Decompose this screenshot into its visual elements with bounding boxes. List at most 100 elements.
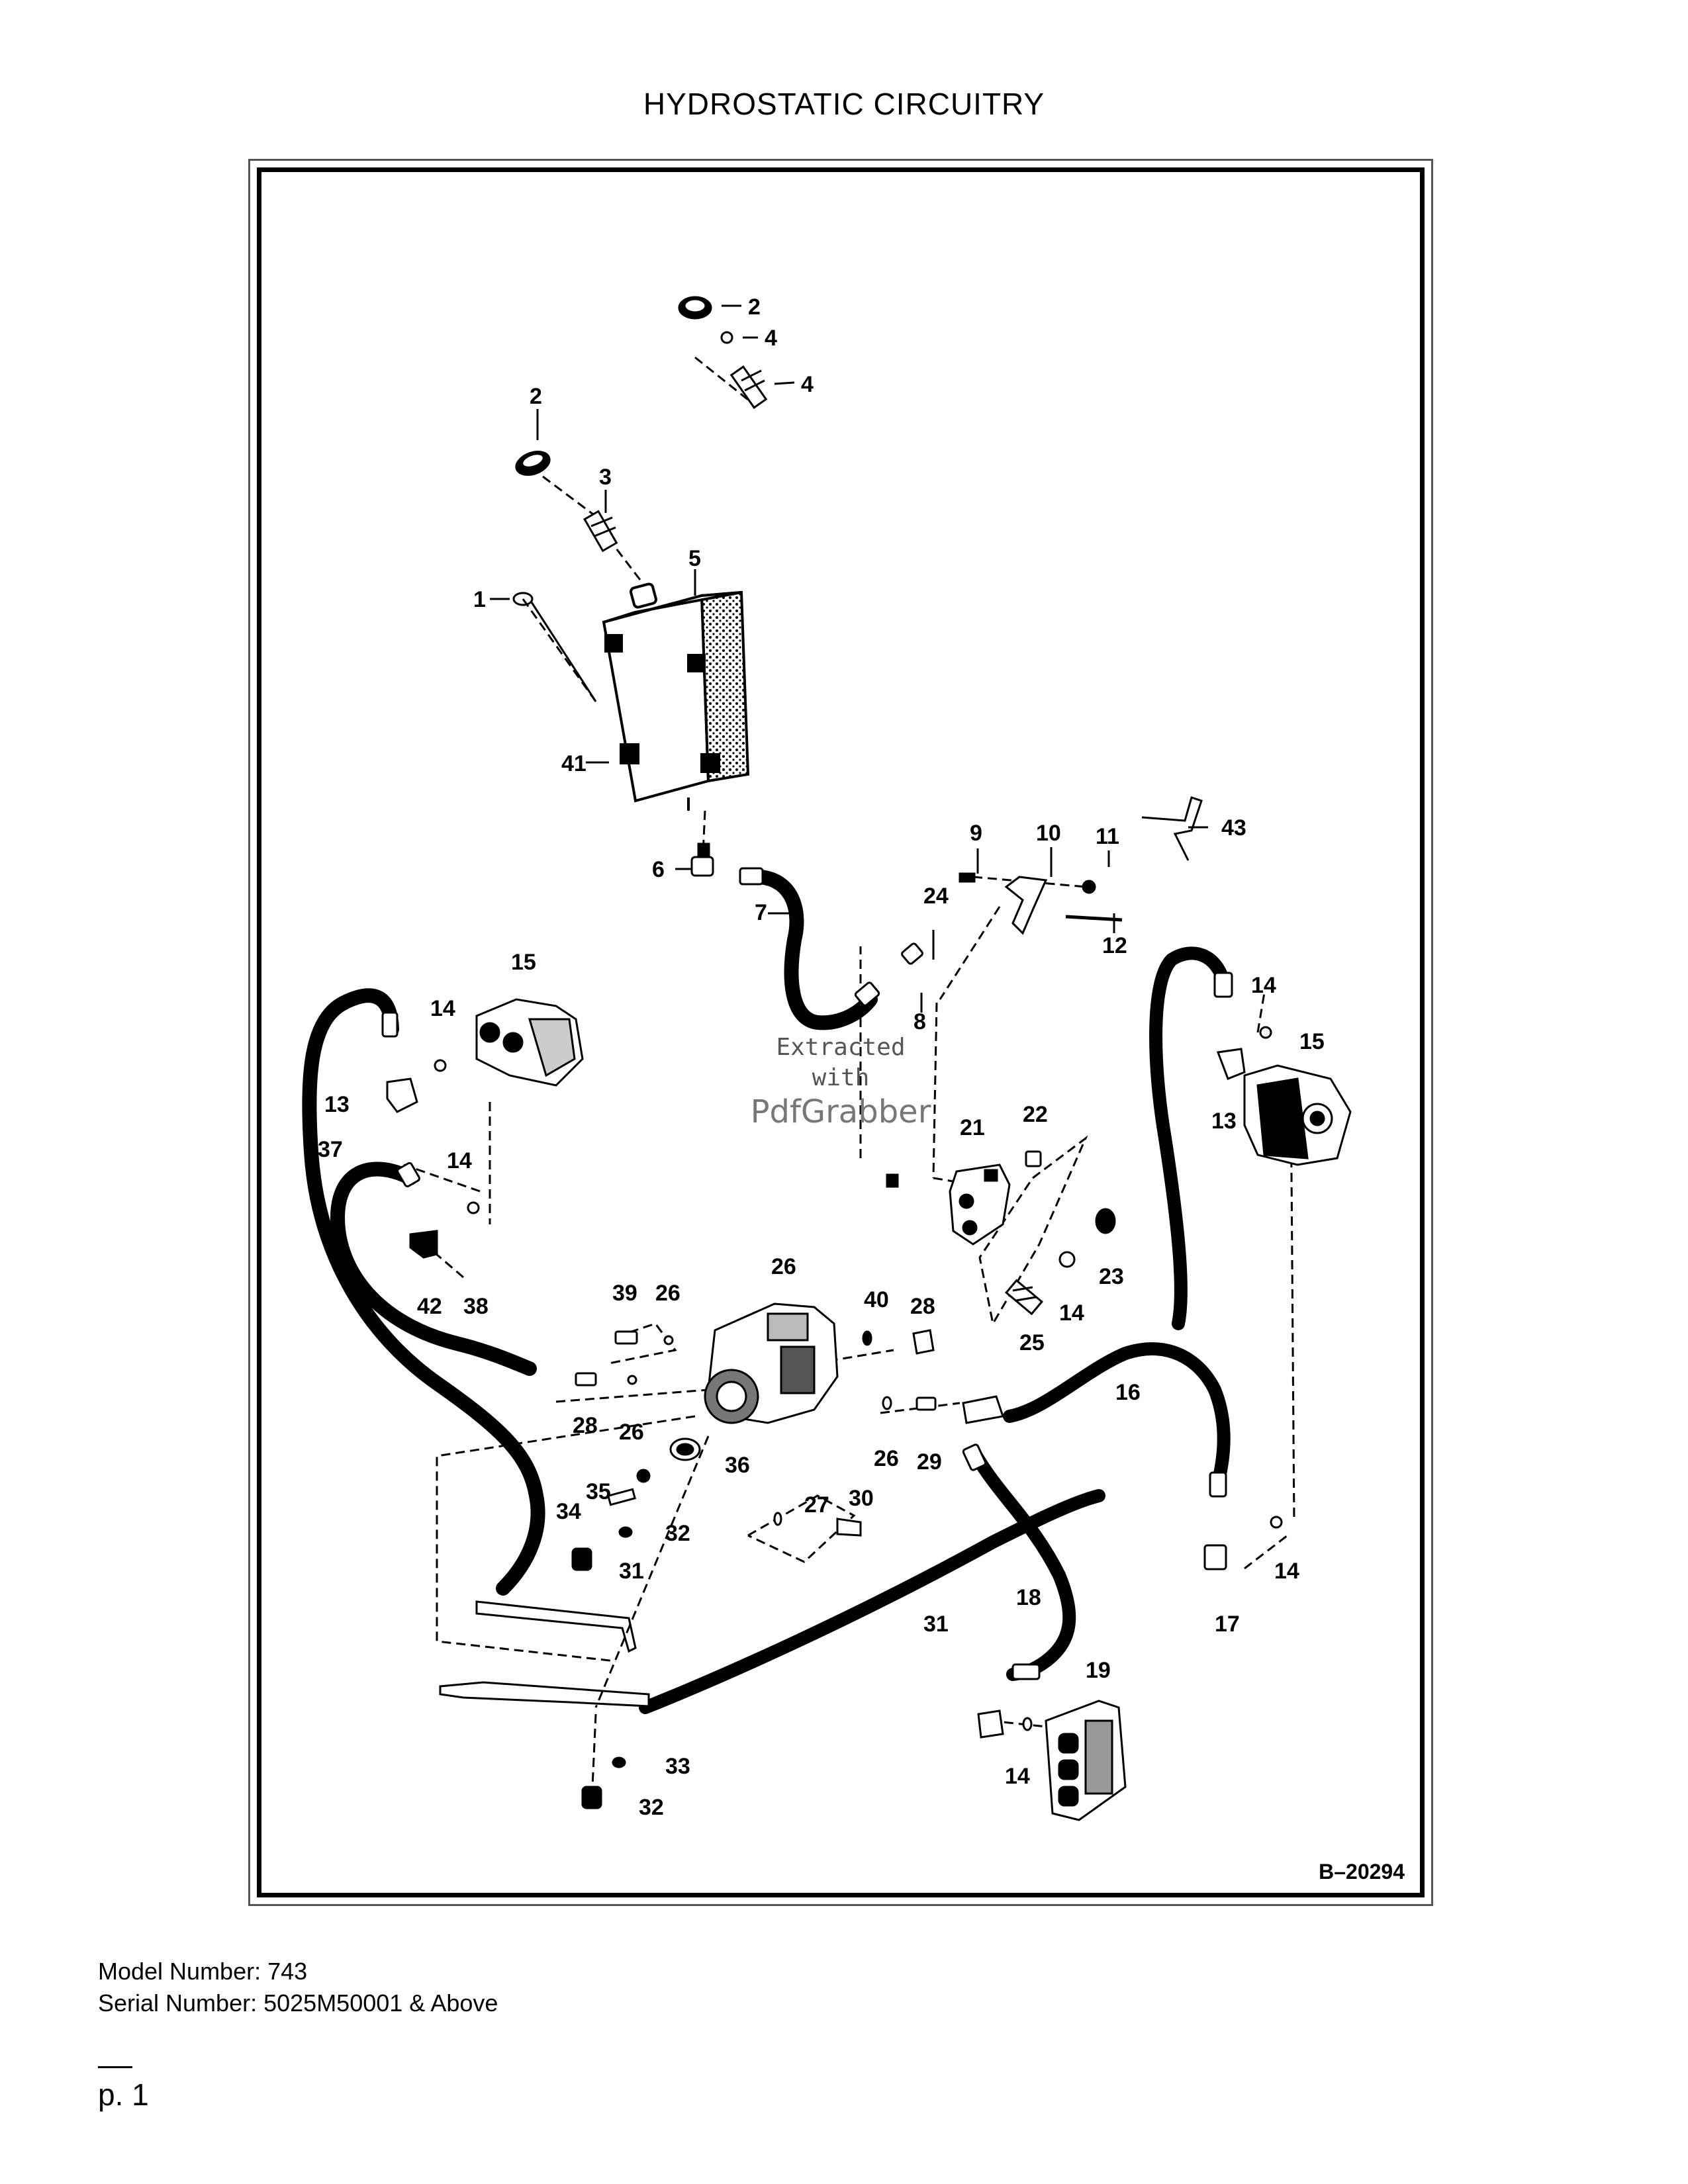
filler-cap-upper <box>678 296 712 320</box>
callout-40: 41 <box>561 751 586 776</box>
callout-23: 25 <box>1019 1330 1045 1355</box>
elbow-27 <box>912 1329 935 1355</box>
callout-33: 34 <box>556 1499 581 1524</box>
bracket-10 <box>1004 876 1048 935</box>
hose-37-end <box>397 1161 420 1188</box>
callout-14a: 14 <box>430 996 455 1021</box>
strainer-4-upper <box>729 365 768 409</box>
callout-15b: 15 <box>1299 1029 1325 1054</box>
o-ring-26-lower <box>773 1512 782 1526</box>
elbow-41 <box>409 1230 438 1259</box>
callout-2b: 2 <box>530 384 542 409</box>
drive-motor-left <box>475 998 584 1087</box>
tube-lower <box>439 1681 650 1707</box>
filter-31-lower <box>581 1786 602 1809</box>
tube-upper <box>475 1600 637 1653</box>
callout-6: 6 <box>652 857 665 882</box>
callout-31a: 31 <box>619 1559 644 1584</box>
hose-16 <box>1003 1342 1231 1489</box>
serial-number-label: Serial Number: <box>98 1989 258 2017</box>
callout-4b: 3 <box>599 465 612 490</box>
callout-34: 35 <box>586 1479 611 1504</box>
callout-42: 43 <box>1221 815 1246 841</box>
watermark-brand: PdfGrabber <box>750 1093 931 1130</box>
hose-7 <box>753 870 878 1030</box>
o-ring-39 <box>862 1330 872 1346</box>
diagram-border <box>257 167 1425 1897</box>
callout-26c: 26 <box>874 1446 899 1471</box>
callout-36: 37 <box>318 1137 343 1162</box>
page-rule <box>98 2066 132 2068</box>
cap-32-lower <box>612 1756 626 1768</box>
cap-32-upper <box>618 1526 633 1538</box>
callout-7: 7 <box>755 900 767 925</box>
callout-labels: 2 4 4 2 3 5 1 41 6 7 8 24 9 10 11 12 43 … <box>318 295 1325 1820</box>
callout-32b: 33 <box>665 1754 690 1779</box>
plug-22 <box>1095 1208 1116 1234</box>
serial-number-value: 5025M50001 & Above <box>263 1989 498 2017</box>
adapter-8 <box>901 942 923 965</box>
hose-right-end <box>1213 972 1233 998</box>
callout-2a: 2 <box>748 295 761 320</box>
callout-39: 40 <box>864 1287 889 1312</box>
diagram-frame: B–20294 <box>248 159 1433 1906</box>
hose-16-end <box>1209 1471 1227 1498</box>
model-number-label: Model Number: <box>98 1958 261 1985</box>
callout-9: 9 <box>970 821 982 846</box>
callout-17: 17 <box>1215 1612 1240 1637</box>
spring-23 <box>1005 1279 1043 1316</box>
callout-22: 23 <box>1099 1264 1124 1289</box>
bolt-9 <box>959 872 976 883</box>
callout-13b: 13 <box>1211 1109 1237 1134</box>
drive-motor-right <box>1243 1064 1352 1166</box>
callout-25: 26 <box>771 1254 796 1279</box>
hose-18-end <box>1011 1663 1041 1680</box>
hydrostatic-pump-25 <box>669 1302 839 1461</box>
callout-13a: 13 <box>324 1092 350 1117</box>
callout-14c: 14 <box>1251 973 1276 998</box>
callout-29: 30 <box>849 1486 874 1511</box>
hose-7-end-a <box>739 867 764 886</box>
hose-36-end <box>381 1011 399 1038</box>
hose-end-18-top <box>962 1443 987 1471</box>
callout-15a: 15 <box>511 950 536 975</box>
fitting-6 <box>690 856 714 877</box>
callout-30: 31 <box>923 1612 949 1637</box>
callout-11: 11 <box>1096 824 1119 849</box>
callout-14d: 14 <box>1059 1300 1084 1326</box>
model-number-row: Model Number: 743 <box>98 1956 498 1987</box>
filler-cap-lower <box>515 451 551 476</box>
callout-28b: 29 <box>917 1449 942 1475</box>
washer-34 <box>636 1469 651 1483</box>
reservoir-5 <box>602 582 750 811</box>
callout-35: 36 <box>725 1453 750 1478</box>
callout-14f: 14 <box>1005 1764 1030 1789</box>
hose-30 <box>639 1489 1105 1714</box>
callout-26d: 27 <box>804 1492 829 1518</box>
footer: Model Number: 743 Serial Number: 5025M50… <box>98 1956 498 2019</box>
fitting-29 <box>836 1518 862 1537</box>
nut-11 <box>1082 880 1096 894</box>
callout-4a: 4 <box>801 372 814 397</box>
hose-18 <box>970 1449 1076 1681</box>
strainer-4-lower <box>583 510 618 553</box>
callout-3: 4 <box>765 326 777 351</box>
elbow-16-end <box>962 1395 1004 1424</box>
callout-16: 16 <box>1115 1380 1141 1405</box>
clamp-42 <box>1141 796 1203 861</box>
serial-number-row: Serial Number: 5025M50001 & Above <box>98 1987 498 2019</box>
callout-28a: 28 <box>573 1413 598 1438</box>
watermark-line-2: with <box>812 1064 870 1091</box>
filter-31-upper <box>571 1547 592 1571</box>
o-ring-3 <box>720 331 733 344</box>
valve-20 <box>886 1150 1042 1246</box>
callout-26b: 26 <box>619 1420 644 1445</box>
fitting-38 <box>614 1330 638 1345</box>
callout-24: 24 <box>923 884 949 909</box>
callout-21: 22 <box>1023 1102 1048 1127</box>
drawing-number: B–20294 <box>1319 1860 1405 1884</box>
callout-19: 19 <box>1086 1658 1111 1683</box>
dipstick-1 <box>512 592 597 702</box>
callout-27: 28 <box>910 1294 935 1319</box>
